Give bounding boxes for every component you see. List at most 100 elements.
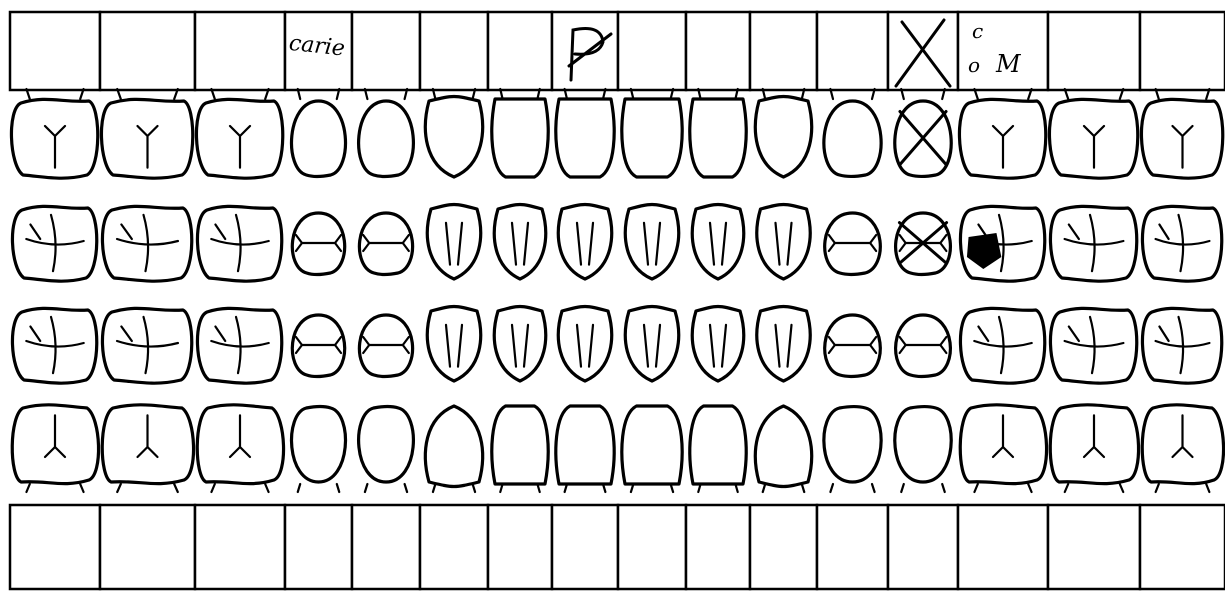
- tooth-premolar-buccal[interactable]: [359, 407, 414, 493]
- upper-cell[interactable]: [1048, 12, 1140, 90]
- tooth-molar-occlusal[interactable]: [12, 308, 96, 383]
- tooth-canine-occlusal[interactable]: [427, 307, 480, 382]
- lower-buccal-teeth: [12, 405, 1223, 492]
- lower-cell[interactable]: [10, 505, 100, 589]
- tooth-molar-occlusal[interactable]: [960, 206, 1044, 281]
- tooth-premolar-occlusal[interactable]: [896, 315, 951, 377]
- upper-cell[interactable]: [686, 12, 750, 90]
- tooth-premolar-buccal[interactable]: [292, 407, 346, 493]
- tooth-molar-buccal[interactable]: [1142, 405, 1223, 492]
- lower-cell[interactable]: [488, 505, 552, 589]
- tooth-canine-occlusal[interactable]: [757, 205, 810, 280]
- tooth-premolar-buccal[interactable]: [895, 89, 951, 177]
- tooth-premolar-occlusal[interactable]: [359, 213, 412, 275]
- upper-cell[interactable]: [1140, 12, 1225, 90]
- tooth-incisor-occlusal[interactable]: [625, 205, 678, 280]
- upper-cell[interactable]: [552, 12, 618, 90]
- tooth-premolar-buccal[interactable]: [292, 89, 346, 177]
- tooth-premolar-occlusal[interactable]: [896, 213, 951, 275]
- tooth-molar-occlusal[interactable]: [1050, 206, 1136, 281]
- lower-cell[interactable]: [195, 505, 285, 589]
- tooth-canine-buccal[interactable]: [755, 89, 811, 177]
- upper-cell[interactable]: [100, 12, 195, 90]
- tooth-canine-occlusal[interactable]: [427, 205, 480, 280]
- tooth-molar-occlusal[interactable]: [102, 308, 191, 383]
- tooth-molar-buccal[interactable]: [197, 405, 283, 492]
- tooth-incisor-buccal[interactable]: [622, 406, 682, 492]
- tooth-molar-buccal[interactable]: [1049, 89, 1137, 178]
- upper-cell[interactable]: [10, 12, 100, 90]
- tooth-molar-buccal[interactable]: [1050, 405, 1138, 492]
- tooth-incisor-occlusal[interactable]: [692, 205, 743, 280]
- tooth-molar-buccal[interactable]: [196, 89, 282, 178]
- tooth-molar-buccal[interactable]: [1141, 89, 1222, 178]
- tooth-canine-buccal[interactable]: [425, 406, 482, 492]
- tooth-incisor-buccal[interactable]: [492, 89, 548, 177]
- tooth-premolar-occlusal[interactable]: [825, 213, 881, 275]
- lower-cell[interactable]: [817, 505, 888, 589]
- tooth-incisor-occlusal[interactable]: [625, 307, 678, 382]
- tooth-incisor-buccal[interactable]: [492, 406, 548, 492]
- note-letter: M: [995, 50, 1022, 78]
- tooth-premolar-buccal[interactable]: [824, 89, 881, 177]
- tooth-molar-occlusal[interactable]: [102, 206, 191, 281]
- tooth-premolar-buccal[interactable]: [895, 407, 951, 493]
- tooth-incisor-occlusal[interactable]: [494, 205, 545, 280]
- tooth-incisor-occlusal[interactable]: [558, 307, 611, 382]
- tooth-incisor-occlusal[interactable]: [692, 307, 743, 382]
- upper-cell[interactable]: [352, 12, 420, 90]
- lower-cell[interactable]: [552, 505, 618, 589]
- tooth-incisor-buccal[interactable]: [556, 89, 614, 177]
- tooth-molar-occlusal[interactable]: [197, 206, 281, 281]
- lower-cell[interactable]: [1048, 505, 1140, 589]
- upper-buccal-teeth: [11, 89, 1222, 178]
- tooth-incisor-buccal[interactable]: [622, 89, 682, 177]
- tooth-incisor-buccal[interactable]: [690, 406, 746, 492]
- tooth-molar-buccal[interactable]: [959, 89, 1045, 178]
- tooth-molar-buccal[interactable]: [11, 89, 97, 178]
- tooth-molar-buccal[interactable]: [960, 405, 1046, 492]
- lower-cell[interactable]: [420, 505, 488, 589]
- tooth-molar-occlusal[interactable]: [960, 308, 1044, 383]
- tooth-premolar-occlusal[interactable]: [292, 315, 344, 377]
- tooth-molar-occlusal[interactable]: [1142, 206, 1221, 281]
- tooth-incisor-occlusal[interactable]: [494, 307, 545, 382]
- lower-cell[interactable]: [618, 505, 686, 589]
- tooth-molar-occlusal[interactable]: [197, 308, 281, 383]
- lower-annotation-row: [10, 505, 1225, 589]
- lower-cell[interactable]: [686, 505, 750, 589]
- upper-cell[interactable]: [420, 12, 488, 90]
- tooth-molar-buccal[interactable]: [101, 89, 192, 178]
- tooth-premolar-occlusal[interactable]: [359, 315, 412, 377]
- upper-cell[interactable]: [618, 12, 686, 90]
- tooth-incisor-occlusal[interactable]: [558, 205, 611, 280]
- upper-cell[interactable]: [817, 12, 888, 90]
- lower-cell[interactable]: [1140, 505, 1225, 589]
- tooth-canine-buccal[interactable]: [755, 406, 811, 492]
- tooth-premolar-buccal[interactable]: [359, 89, 414, 177]
- tooth-canine-buccal[interactable]: [425, 89, 482, 177]
- lower-cell[interactable]: [888, 505, 958, 589]
- upper-cell[interactable]: [488, 12, 552, 90]
- tooth-incisor-buccal[interactable]: [690, 89, 746, 177]
- tooth-molar-occlusal[interactable]: [1142, 308, 1221, 383]
- tooth-incisor-buccal[interactable]: [556, 406, 614, 492]
- tooth-canine-occlusal[interactable]: [757, 307, 810, 382]
- lower-cell[interactable]: [958, 505, 1048, 589]
- tooth-molar-buccal[interactable]: [12, 405, 98, 492]
- tooth-molar-buccal[interactable]: [102, 405, 193, 492]
- tooth-premolar-buccal[interactable]: [824, 407, 881, 493]
- tooth-molar-occlusal[interactable]: [12, 206, 96, 281]
- tooth-molar-occlusal[interactable]: [1050, 308, 1136, 383]
- tooth-premolar-occlusal[interactable]: [825, 315, 881, 377]
- lower-occlusal-teeth: [12, 307, 1221, 384]
- lower-cell[interactable]: [352, 505, 420, 589]
- lower-cell[interactable]: [100, 505, 195, 589]
- lower-cell[interactable]: [750, 505, 817, 589]
- upper-cell[interactable]: [195, 12, 285, 90]
- lower-cell[interactable]: [285, 505, 352, 589]
- upper-occlusal-teeth: [12, 205, 1221, 282]
- tooth-premolar-occlusal[interactable]: [292, 213, 344, 275]
- upper-cell[interactable]: [750, 12, 817, 90]
